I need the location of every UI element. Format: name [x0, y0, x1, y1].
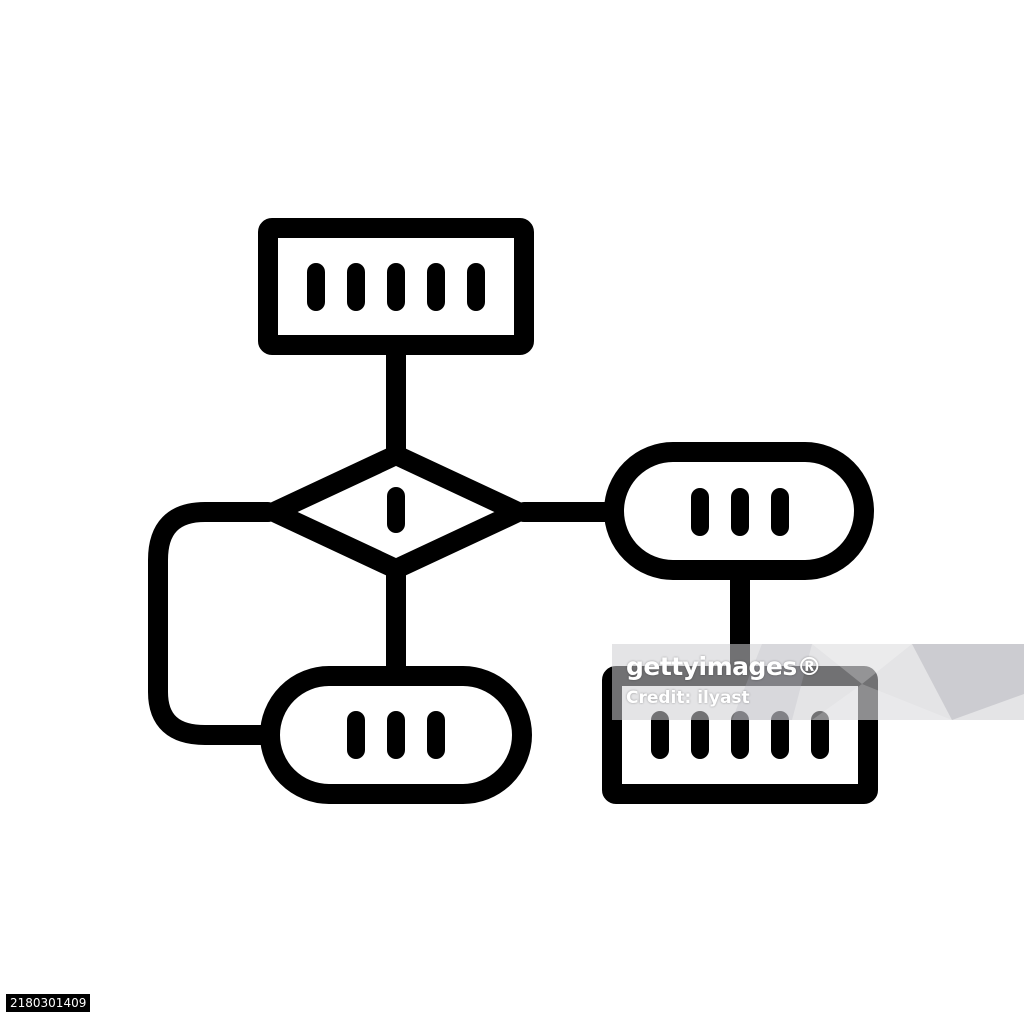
terminator-pill-right	[604, 442, 874, 580]
watermark-credit: Credit: ilyast	[626, 688, 750, 708]
connector-loop-left	[148, 502, 278, 745]
watermark-banner: gettyimages® Credit: ilyast	[612, 644, 1024, 720]
image-id-label: 2180301409	[6, 994, 91, 1012]
terminator-pill-bottom	[260, 666, 532, 804]
watermark-brand: gettyimages®	[626, 652, 822, 681]
decision-diamond	[264, 445, 528, 579]
process-box-top	[258, 218, 534, 355]
watermark-facets	[732, 644, 1024, 720]
